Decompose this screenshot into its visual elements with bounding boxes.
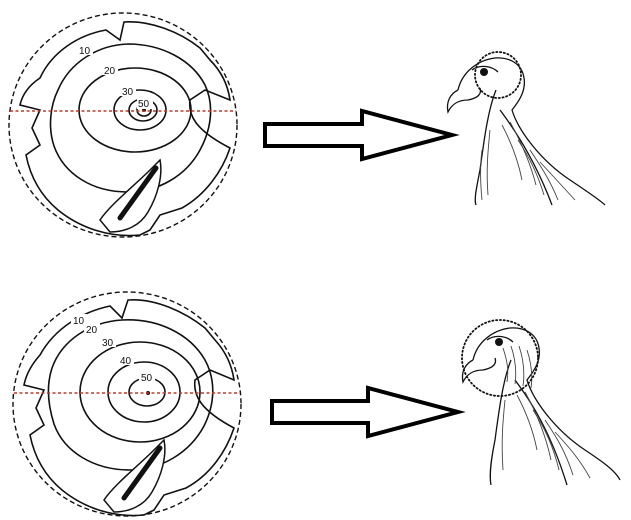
label-20: 20 (104, 66, 116, 77)
label-10: 10 (79, 46, 91, 57)
label-40: 40 (120, 356, 132, 367)
right-arrow-icon (265, 111, 452, 159)
label-50: 50 (138, 99, 150, 110)
label-30: 30 (102, 338, 114, 349)
panel-top: 10 20 30 50 (9, 13, 605, 237)
label-20: 20 (86, 325, 98, 336)
hawk-head-icon (462, 320, 620, 485)
hawk-head-icon (447, 52, 605, 205)
contour-20 (79, 68, 191, 152)
contour-labels-top: 10 20 30 50 (77, 44, 153, 110)
contour-10 (51, 44, 211, 192)
retina-map-bottom: 10 20 30 40 50 (13, 292, 241, 516)
contour-20 (80, 342, 200, 442)
right-arrow-icon (272, 388, 458, 436)
label-10: 10 (73, 316, 85, 327)
retina-map-top: 10 20 30 50 (9, 13, 237, 237)
panel-bottom: 10 20 30 40 50 (13, 292, 620, 516)
label-50: 50 (141, 373, 153, 384)
label-30: 30 (122, 87, 134, 98)
